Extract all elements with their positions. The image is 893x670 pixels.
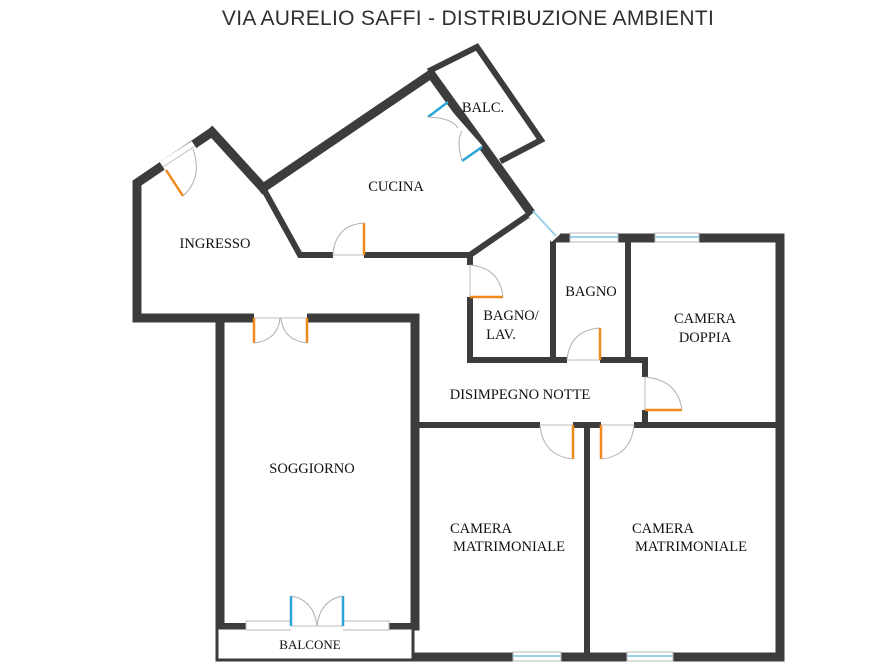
label-camera-matr-2b: MATRIMONIALE [635,539,747,555]
door-bagno-lav [464,264,504,299]
label-bagno-lav-1: BAGNO/ [483,308,540,324]
label-balcone: BALCONE [279,637,340,652]
label-camera-doppia-1: CAMERA [674,311,737,327]
exterior-walls [132,67,785,662]
doors [159,97,683,632]
balc-area [426,43,546,165]
label-camera-matr-2a: CAMERA [632,521,695,537]
label-balc: BALC. [462,100,504,116]
label-disimpegno: DISIMPEGNO NOTTE [450,387,591,403]
door-soggiorno [252,312,309,344]
label-camera-doppia-2: DOPPIA [679,330,732,346]
door-cucina [332,222,366,261]
door-balc [427,97,483,163]
door-ingresso [159,140,199,197]
door-camera-matr-2 [599,419,635,460]
label-cucina: CUCINA [368,179,424,195]
door-bagno [566,327,602,366]
door-camera-doppia [639,376,683,412]
label-soggiorno: SOGGIORNO [269,461,354,477]
label-camera-matr-1a: CAMERA [450,521,513,537]
interior-walls [217,183,783,660]
label-camera-matr-1b: MATRIMONIALE [453,539,565,555]
door-balcone [289,595,345,632]
room-labels: BALC. CUCINA INGRESSO BAGNO/ LAV. BAGNO … [180,100,748,652]
label-bagno: BAGNO [565,284,617,300]
door-camera-matr-1 [539,419,575,460]
plan-title: VIA AURELIO SAFFI - DISTRIBUZIONE AMBIEN… [222,7,714,30]
label-bagno-lav-2: LAV. [486,327,516,343]
label-ingresso: INGRESSO [180,236,251,252]
